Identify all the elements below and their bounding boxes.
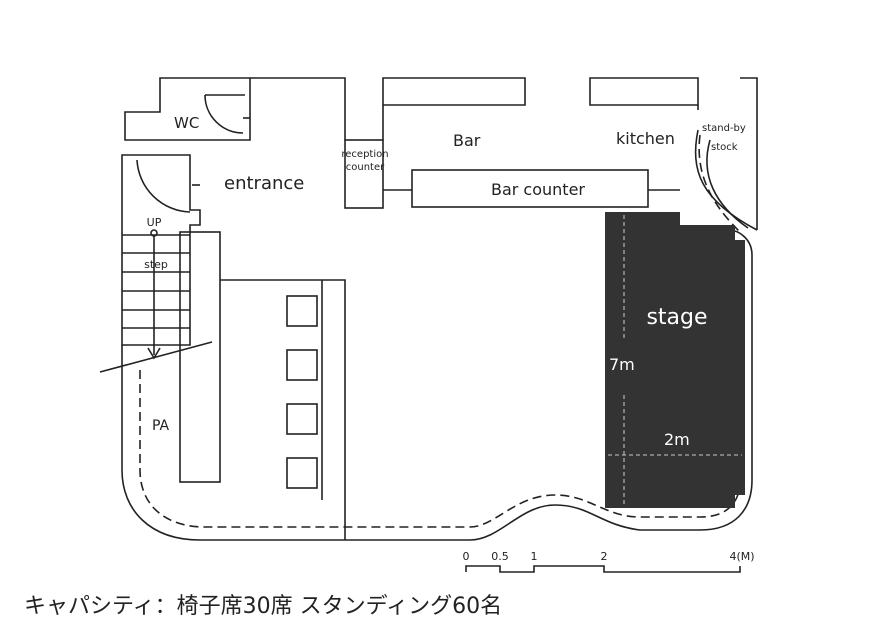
stock-label: stock: [711, 142, 738, 153]
seat-row: [286, 295, 318, 489]
reception-label-2: counter: [346, 162, 385, 173]
stairs-up-label: UP: [147, 216, 162, 229]
standby-label: stand-by: [702, 123, 746, 134]
scale-tick-1: 1: [531, 550, 538, 563]
partition-wall: [179, 231, 221, 483]
stair-steps: [122, 234, 190, 329]
seat: [286, 457, 318, 489]
kitchen-wall: [589, 77, 699, 106]
scale-bar: [465, 565, 741, 573]
scale-tick-4: 4(M): [729, 550, 754, 563]
bar-counter: [411, 169, 649, 208]
step-label: step: [144, 258, 168, 271]
seat: [286, 403, 318, 435]
scale-tick-05: 0.5: [491, 550, 509, 563]
kitchen-label: kitchen: [616, 129, 675, 148]
reception-label-1: reception: [341, 149, 388, 160]
stage-platform: [605, 212, 745, 508]
stair-wall: [121, 154, 201, 346]
bar-wall: [382, 77, 526, 106]
wc-door: [204, 94, 245, 134]
outer-wall: [121, 229, 753, 541]
seat: [286, 295, 318, 327]
scale-tick-2: 2: [601, 550, 608, 563]
stage-depth-label: 7m: [609, 355, 635, 374]
capacity-caption: キャパシティ：椅子席30席 スタンディング60名: [24, 594, 503, 619]
reception-counter: [344, 139, 384, 209]
wc-label: WC: [174, 114, 199, 132]
dashed-route: [139, 235, 742, 528]
entrance-label: entrance: [224, 173, 304, 194]
stair-door: [136, 159, 191, 213]
pa-label: PA: [152, 418, 170, 434]
stage-label: stage: [646, 305, 707, 330]
bar-label: Bar: [453, 131, 481, 150]
scale-tick-0: 0: [463, 550, 470, 563]
entrance-wall: [250, 77, 346, 140]
stage-width-label: 2m: [664, 430, 690, 449]
bar-counter-label: Bar counter: [491, 180, 585, 199]
seat: [286, 349, 318, 381]
